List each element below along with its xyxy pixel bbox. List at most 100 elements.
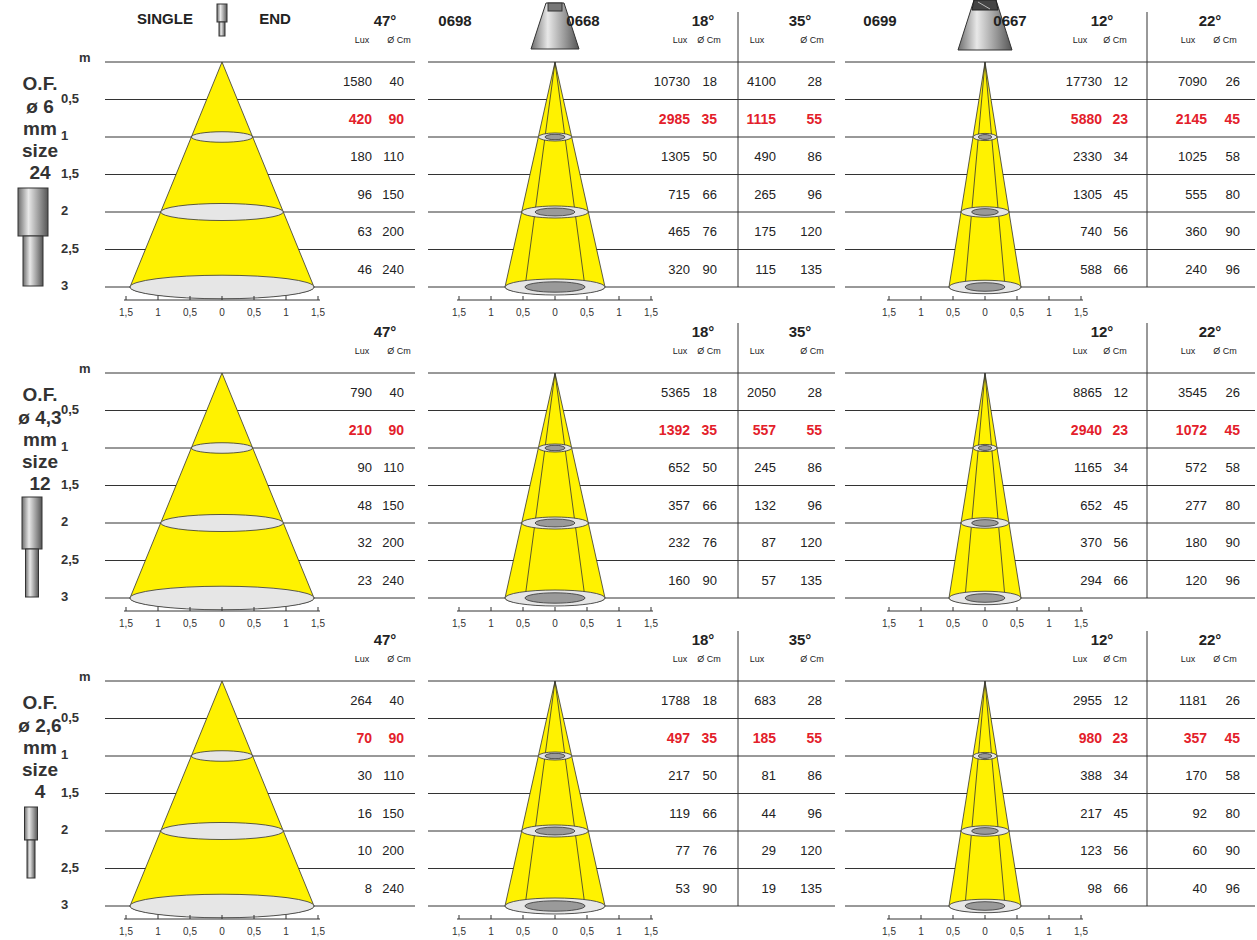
- axis-number: m: [79, 51, 91, 64]
- table-cell: 2985: [659, 112, 690, 126]
- scale-tick: [619, 915, 620, 919]
- table-cell: 370: [1080, 536, 1102, 549]
- scale-number: 1: [155, 619, 161, 629]
- distance-line: [105, 62, 415, 63]
- table-cell: 66: [1114, 262, 1128, 275]
- scale-tick: [889, 607, 890, 611]
- distance-line: [428, 212, 835, 213]
- table-cell: 132: [754, 498, 776, 511]
- distance-line: [105, 373, 415, 374]
- table-cell: 217: [1080, 806, 1102, 819]
- table-cell: 388: [1080, 769, 1102, 782]
- table-cell: 32: [358, 536, 372, 549]
- table-cell: 135: [800, 573, 822, 586]
- scale-tick: [1049, 915, 1050, 919]
- lens-code: 0698: [438, 13, 471, 28]
- scale-number: 0,5: [1010, 619, 1024, 629]
- beam-ellipse: [522, 517, 589, 529]
- scale-tick: [555, 915, 556, 919]
- inner-ellipse: [978, 135, 991, 140]
- table-cell: 120: [1185, 573, 1207, 586]
- beam-ellipse: [191, 751, 252, 762]
- beam-ellipse: [522, 206, 589, 218]
- column-head: Ø Cm: [800, 347, 824, 356]
- table-cell: 23: [1112, 112, 1128, 126]
- scale-number: 1,5: [1074, 927, 1088, 937]
- distance-line: [845, 523, 1255, 524]
- scale-number: 0,5: [580, 927, 594, 937]
- table-cell: 63: [358, 225, 372, 238]
- scale-number: 1: [616, 927, 622, 937]
- scale-tick: [491, 607, 492, 611]
- fiber-label: mm: [23, 119, 57, 138]
- column-head: Lux: [673, 347, 688, 356]
- table-cell: 277: [1185, 498, 1207, 511]
- scale-number: 0,5: [516, 619, 530, 629]
- beam-angle: 22°: [1199, 13, 1222, 28]
- table-cell: 80: [1226, 498, 1240, 511]
- lens-icon-hatch: [978, 2, 990, 9]
- table-cell: 135: [800, 881, 822, 894]
- column-head: Lux: [1181, 36, 1196, 45]
- distance-line: [428, 793, 835, 794]
- header-text: END: [259, 11, 291, 26]
- table-cell: 652: [668, 461, 690, 474]
- beam-angle: 12°: [1091, 13, 1114, 28]
- table-cell: 45: [1114, 498, 1128, 511]
- inner-ellipse: [545, 445, 565, 450]
- scale-number: 1: [283, 308, 289, 318]
- column-head: Lux: [673, 655, 688, 664]
- light-cone: [505, 681, 605, 914]
- table-cell: 86: [808, 769, 822, 782]
- distance-line: [428, 410, 835, 411]
- scale-number: 0,5: [183, 308, 197, 318]
- fiber-ferrule-tip: [27, 840, 35, 878]
- table-cell: 58: [1226, 150, 1240, 163]
- beam-ellipse: [973, 752, 997, 759]
- scale-number: 0,5: [946, 927, 960, 937]
- scale-tick: [286, 915, 287, 919]
- scale-tick: [318, 296, 319, 300]
- distance-line: [428, 718, 835, 719]
- axis-number: 0,5: [61, 91, 79, 104]
- beam-angle: 47°: [374, 632, 397, 647]
- table-cell: 90: [388, 423, 404, 437]
- axis-number: 2: [61, 204, 68, 217]
- fiber-ferrule-tip: [23, 236, 43, 286]
- beam-angle: 22°: [1199, 324, 1222, 339]
- scale-number: 0: [982, 619, 988, 629]
- table-cell: 66: [1114, 573, 1128, 586]
- scale-number: 1,5: [311, 308, 325, 318]
- table-cell: 465: [668, 225, 690, 238]
- table-cell: 18: [703, 694, 717, 707]
- table-cell: 18: [703, 386, 717, 399]
- table-cell: 10: [358, 844, 372, 857]
- table-cell: 76: [703, 536, 717, 549]
- table-cell: 28: [808, 386, 822, 399]
- inner-cone: [965, 681, 1005, 906]
- beam-ellipse: [961, 518, 1009, 528]
- scale-number: 1: [616, 308, 622, 318]
- beam-angle: 18°: [692, 632, 715, 647]
- column-head: Ø Cm: [1213, 655, 1237, 664]
- table-cell: 70: [356, 731, 372, 745]
- inner-ellipse: [545, 753, 565, 758]
- table-cell: 34: [1114, 461, 1128, 474]
- column-head: Ø Cm: [387, 36, 411, 45]
- beam-ellipse: [130, 275, 314, 299]
- table-cell: 96: [1226, 881, 1240, 894]
- table-cell: 8865: [1073, 386, 1102, 399]
- header-text: SINGLE: [137, 11, 193, 26]
- table-cell: 66: [703, 498, 717, 511]
- column-head: Lux: [1181, 347, 1196, 356]
- light-cone: [949, 62, 1021, 293]
- table-cell: 1305: [1073, 187, 1102, 200]
- axis-number: 1,5: [61, 166, 79, 179]
- column-head: Ø Cm: [1103, 36, 1127, 45]
- column-head: Lux: [750, 347, 765, 356]
- distance-line: [845, 485, 1255, 486]
- table-cell: 81: [762, 769, 776, 782]
- table-cell: 56: [1114, 225, 1128, 238]
- scale-tick: [222, 915, 223, 919]
